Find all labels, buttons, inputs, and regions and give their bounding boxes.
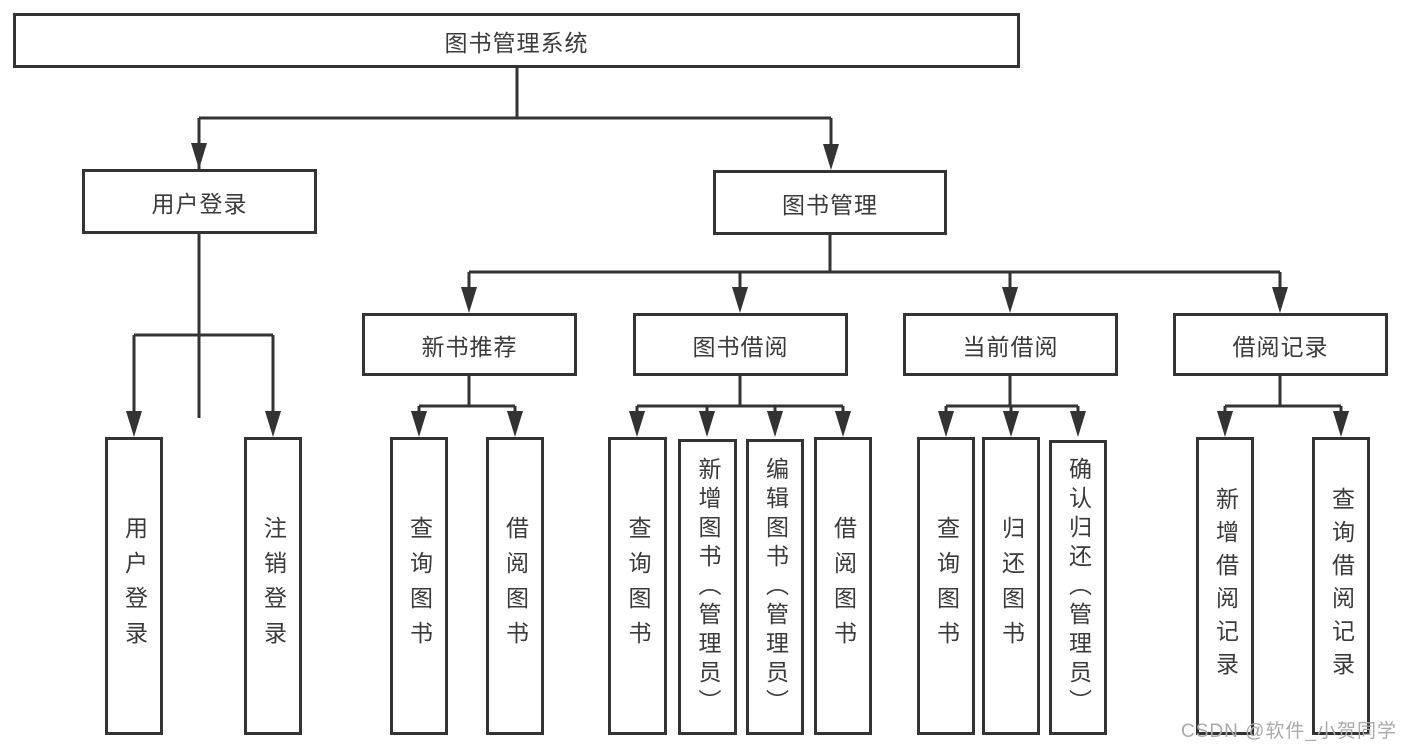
connector-current-borrow-to-leaves <box>938 376 1086 437</box>
node-library-management-system: 图书管理系统 <box>13 13 1020 68</box>
node-book-management: 图书管理 <box>713 170 947 235</box>
leaf-confirm-return-admin: 确认归还（管理员） <box>1049 440 1107 735</box>
leaf-edit-books-admin: 编辑图书（管理员） <box>746 439 804 735</box>
node-user-login: 用户登录 <box>82 169 317 234</box>
leaf-borrow-books-borrow: 借阅图书 <box>814 437 872 735</box>
connector-new-book-recommend-to-leaves <box>411 376 523 437</box>
leaf-query-books-recommend: 查询图书 <box>390 437 448 735</box>
connector-book-borrow-to-leaves <box>629 376 851 437</box>
leaf-query-books-current: 查询图书 <box>917 437 975 735</box>
leaf-query-borrow-record: 查询借阅记录 <box>1312 437 1370 735</box>
leaf-add-borrow-record: 新增借阅记录 <box>1196 437 1254 735</box>
leaf-user-login: 用户登录 <box>105 437 163 735</box>
leaf-add-books-admin: 新增图书（管理员） <box>678 439 737 735</box>
node-borrow-records: 借阅记录 <box>1173 313 1388 376</box>
connector-root-to-level2 <box>191 66 839 418</box>
leaf-logout-login: 注销登录 <box>244 437 302 735</box>
connector-user-login-to-leaves <box>126 234 281 437</box>
leaf-borrow-books-recommend: 借阅图书 <box>486 437 544 735</box>
node-book-borrow: 图书借阅 <box>633 313 848 376</box>
csdn-watermark: CSDN @软件_小贺同学 <box>1181 721 1397 742</box>
leaf-query-books-borrow: 查询图书 <box>608 437 667 735</box>
node-new-book-recommend: 新书推荐 <box>362 313 577 376</box>
node-current-borrow: 当前借阅 <box>903 313 1118 376</box>
connector-book-management-to-level3 <box>461 235 1288 313</box>
connector-borrow-records-to-leaves <box>1217 376 1349 437</box>
leaf-return-books: 归还图书 <box>982 437 1040 735</box>
